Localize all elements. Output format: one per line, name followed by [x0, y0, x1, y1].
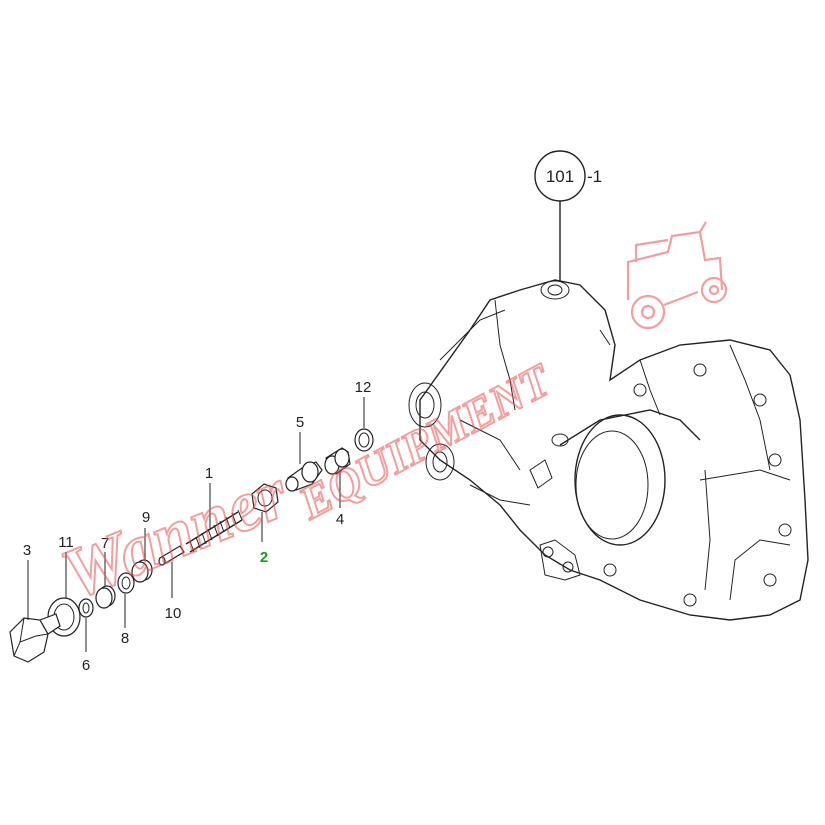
- tractor-icon: [626, 221, 728, 330]
- part-label-10: 10: [165, 605, 182, 622]
- part-4-sleeve: [324, 447, 351, 508]
- part-label-6: 6: [82, 657, 90, 674]
- watermark-logo: Wanner EQUIPMENT: [50, 221, 728, 616]
- part-7-washer: [95, 552, 116, 609]
- part-label-2: 2: [260, 549, 268, 566]
- part-label-7: 7: [101, 535, 109, 552]
- part-label-1: 1: [205, 465, 213, 482]
- part-label-5: 5: [296, 414, 304, 431]
- part-label-3: 3: [23, 542, 31, 559]
- part-label-11: 11: [58, 534, 74, 551]
- callout-101: [534, 150, 586, 282]
- part-8-ring: [117, 572, 135, 628]
- part-2-nut: [251, 483, 279, 542]
- part-label-8: 8: [121, 630, 129, 647]
- part-6-ring: [78, 598, 94, 652]
- part-10-pin: [158, 545, 185, 598]
- part-3-hex-plug: [9, 560, 61, 663]
- callout-suffix: -1: [587, 167, 602, 186]
- part-12-o-ring: [354, 397, 374, 452]
- transmission-housing: [408, 279, 809, 621]
- watermark-text-left: Wanner: [51, 452, 300, 614]
- part-label-9: 9: [142, 509, 150, 526]
- callout-label: 101: [546, 167, 574, 186]
- part-label-12: 12: [355, 379, 372, 396]
- part-label-4: 4: [336, 511, 344, 528]
- part-1-spring: [185, 483, 243, 553]
- part-9-washer: [131, 528, 153, 583]
- part-5-piston: [285, 432, 323, 492]
